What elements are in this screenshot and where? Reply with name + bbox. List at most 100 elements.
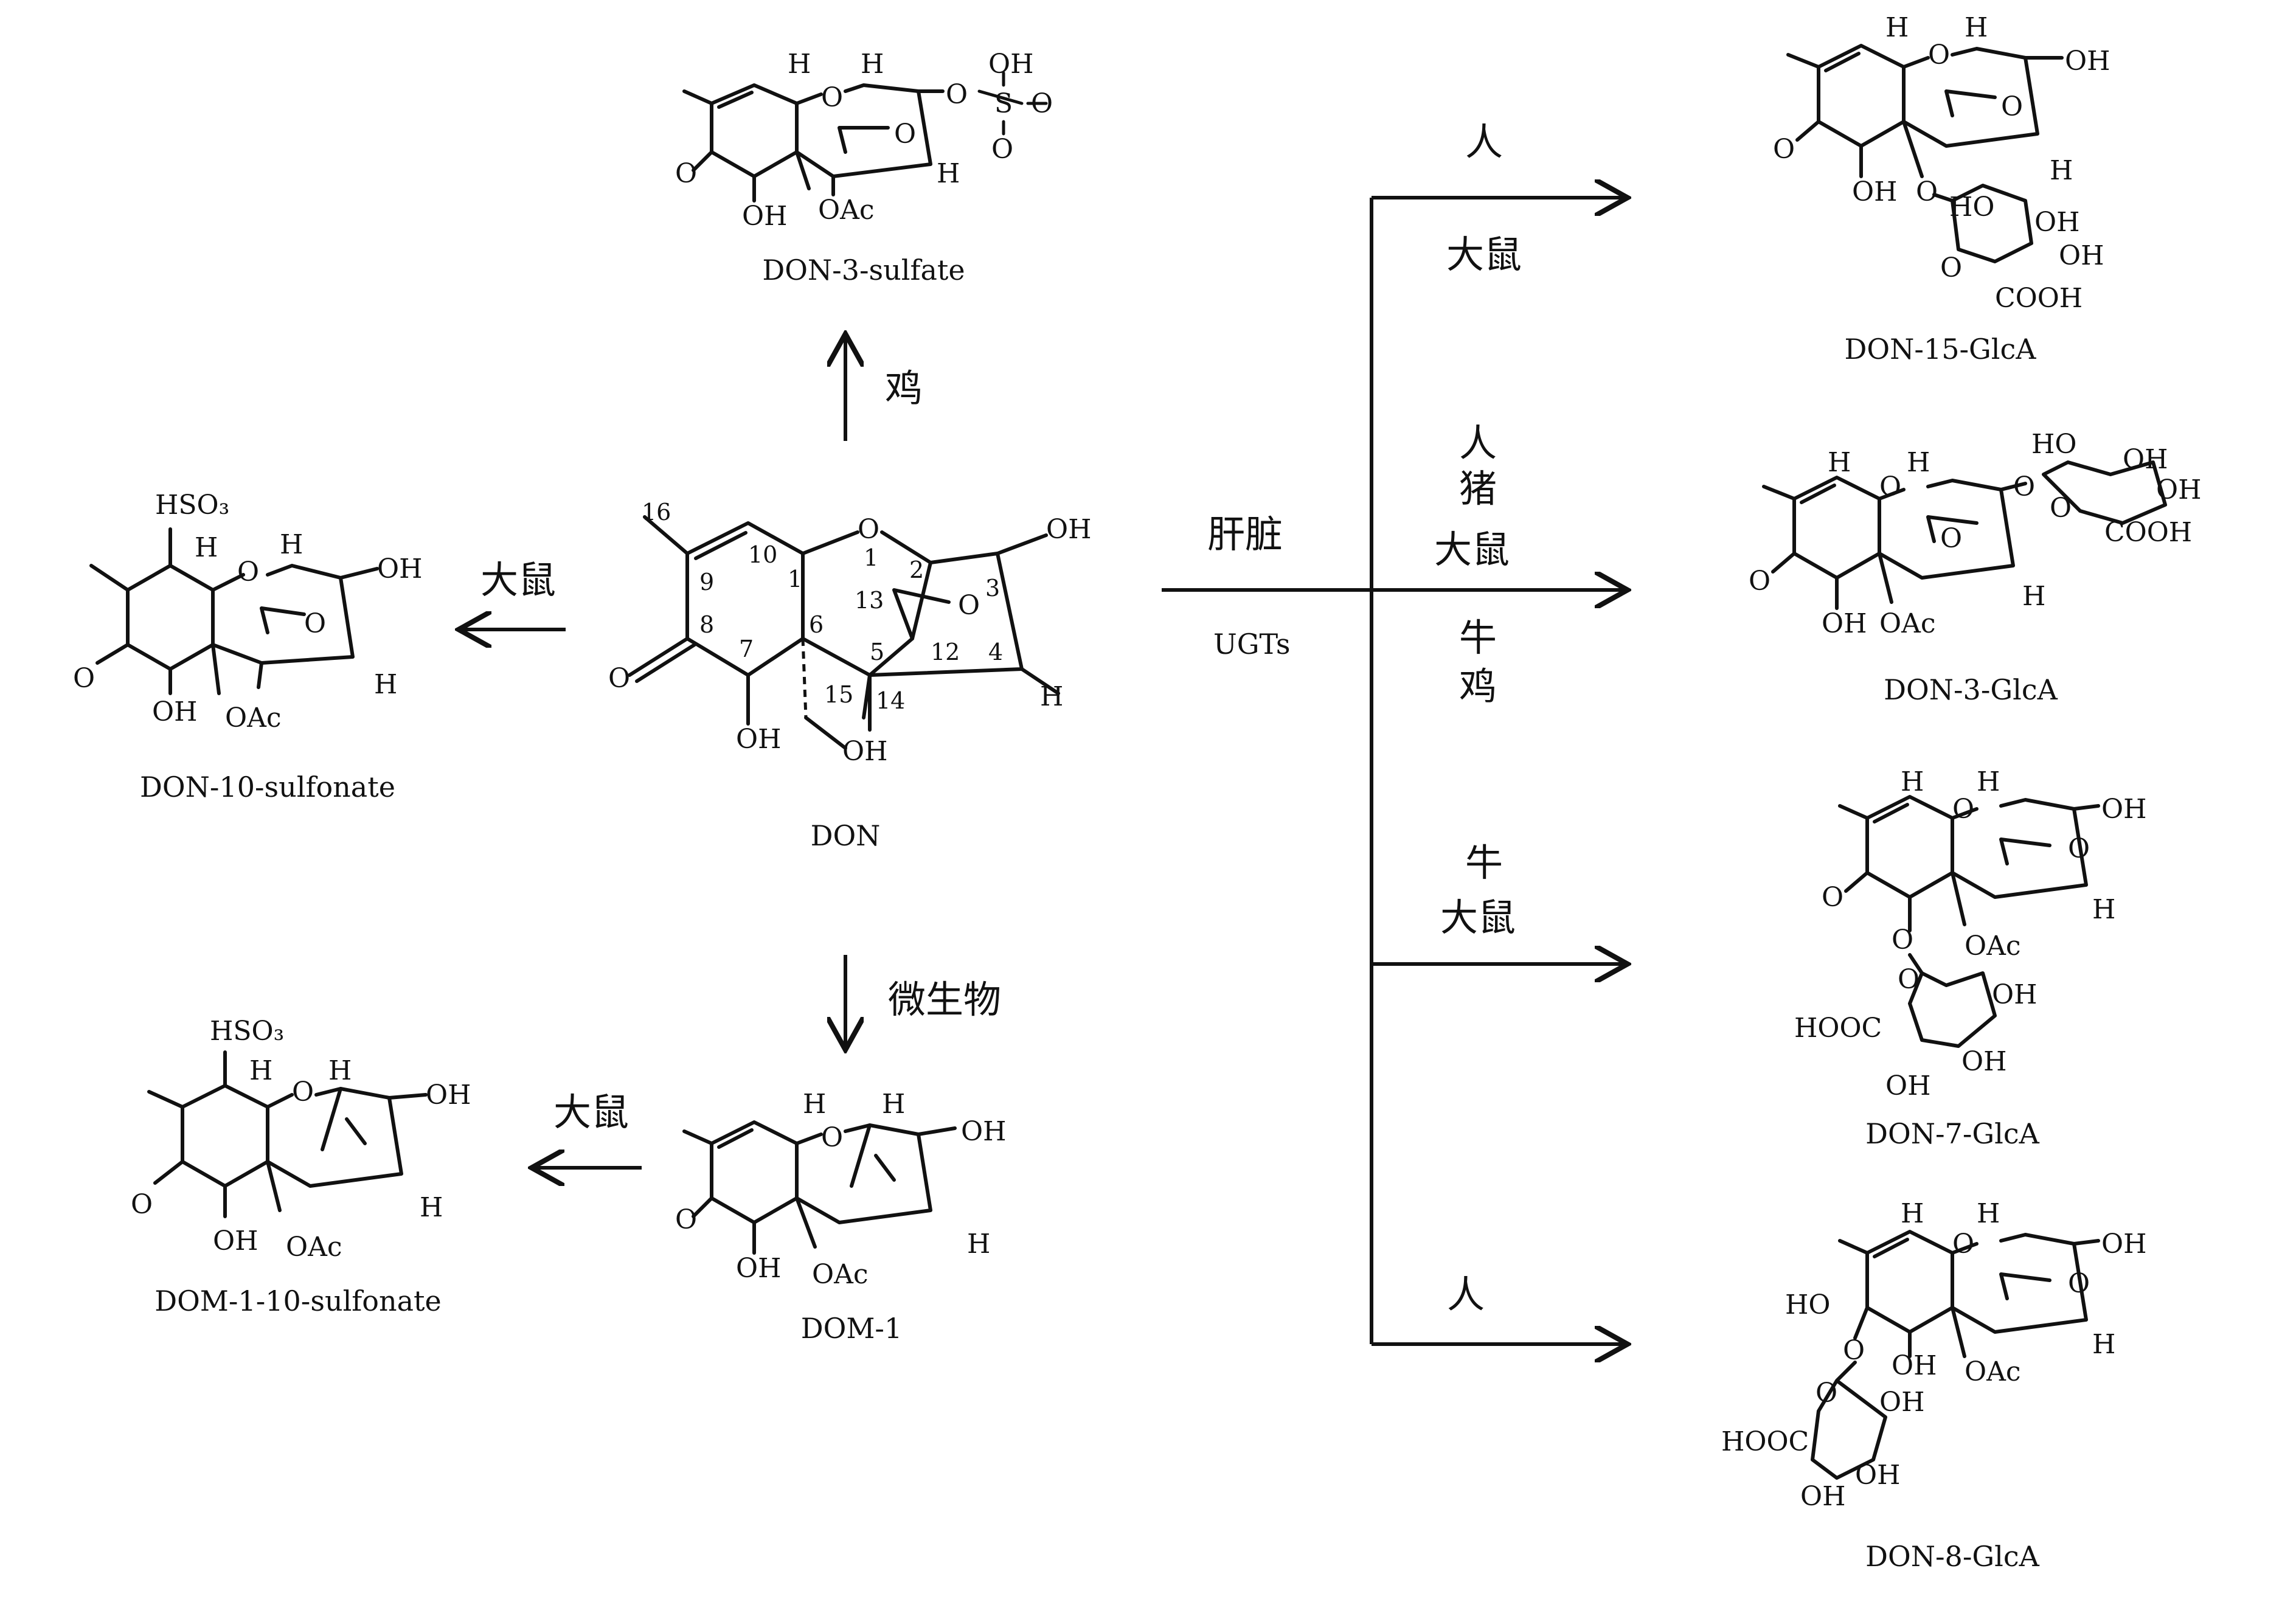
atom: O [304, 608, 326, 639]
atom-o1: O [858, 514, 879, 545]
atom: H [280, 529, 303, 560]
atom: OH [988, 49, 1033, 80]
don-3-glca-structure: H H O O O HO OH OH O COOH O H OH OAc [1749, 429, 2201, 639]
atom: OAc [1965, 931, 2021, 962]
num-14: 14 [876, 687, 905, 714]
num-16: 16 [642, 499, 671, 525]
label-don-3-sulfate: DON-3-sulfate [762, 254, 965, 286]
species-b1-0: 人 [1465, 120, 1503, 164]
atom: O [1952, 794, 1974, 825]
atom-s: S [994, 88, 1013, 119]
atom: H [420, 1192, 443, 1223]
atom: H [2022, 581, 2045, 612]
atom: OH [2034, 207, 2079, 238]
label-microbes: 微生物 [888, 977, 1001, 1022]
atom: OH [213, 1226, 258, 1257]
don-15-glca-structure: H H O O OH O H OH O HO OH OH O COOH [1773, 12, 2110, 314]
atom: HO [1949, 192, 1994, 223]
num-8: 8 [699, 611, 714, 638]
num-6: 6 [809, 611, 824, 638]
atom: O [1898, 964, 1920, 995]
label-dom-1: DOM-1 [801, 1312, 903, 1345]
atom: H [1977, 766, 2000, 797]
num-15: 15 [824, 681, 853, 708]
atom: O [2050, 493, 2072, 524]
atom: HOOC [1721, 1426, 1809, 1457]
atom-hso3: HSO₃ [155, 490, 229, 521]
atom: COOH [1995, 283, 2083, 314]
atom: H [1907, 447, 1930, 478]
atom: H [249, 1055, 272, 1086]
don-7-glca-structure: H H O O OH O H O OAc O OH HOOC OH OH [1794, 766, 2146, 1101]
atom: O [2013, 471, 2035, 502]
label-don-10-sulfonate: DON-10-sulfonate [140, 771, 395, 803]
atom: O [821, 82, 843, 113]
atom: HOOC [1794, 1013, 1882, 1044]
atom: H [882, 1089, 905, 1120]
atom: OH [736, 1253, 781, 1284]
atom: OAc [225, 702, 282, 733]
atom: OH [426, 1080, 471, 1111]
atom: OH [2101, 1229, 2146, 1260]
atom: H [1885, 12, 1909, 43]
num-12: 12 [931, 639, 960, 665]
atom: H [788, 49, 811, 80]
atom: O [821, 1122, 843, 1153]
atom: O [946, 79, 968, 110]
atom: O [1031, 88, 1053, 119]
atom: OAc [1879, 608, 1936, 639]
atom: O [1843, 1335, 1865, 1366]
atom-hso3: HSO₃ [210, 1016, 284, 1047]
atom: OH [152, 696, 197, 727]
atom: OH [1822, 608, 1867, 639]
atom: OH [2059, 240, 2104, 271]
num-ring-o1: 1 [864, 544, 878, 571]
don-3-sulfate-structure: H H O O O S OH O O O H OH OAc [675, 49, 1053, 232]
atom: O [1892, 924, 1913, 955]
label-don-8-glca: DON-8-GlcA [1865, 1540, 2039, 1573]
don-8-glca-structure: H H O O OH HO H O OH OAc O OH HOOC OH OH [1721, 1198, 2146, 1512]
label-dom-1-10-sulfonate: DOM-1-10-sulfonate [154, 1285, 442, 1317]
atom: OAc [286, 1232, 342, 1263]
atom: H [803, 1089, 826, 1120]
atom: OAc [1965, 1356, 2021, 1387]
num-13: 13 [855, 587, 884, 614]
atom: H [967, 1229, 990, 1260]
atom: OH [1885, 1070, 1930, 1101]
atom: H [1828, 447, 1851, 478]
atom: H [2092, 1329, 2115, 1360]
atom: O [292, 1077, 314, 1108]
atom: O [73, 663, 95, 694]
atom-oh15: OH [842, 736, 887, 767]
label-ugts: UGTs [1213, 628, 1290, 661]
ugt-branching-arrows [1162, 198, 1624, 1344]
dom-1-structure: H H O OH O H OH OAc [675, 1089, 1006, 1290]
atom: O [1940, 252, 1962, 283]
atom: O [1952, 1229, 1974, 1260]
species-b2-3: 牛 [1459, 616, 1497, 660]
atom: O [1879, 471, 1901, 502]
atom: O [131, 1189, 153, 1220]
atom: OH [1879, 1387, 1924, 1418]
atom-o-epoxide: O [958, 590, 980, 621]
atom: O [1916, 176, 1938, 207]
label-chicken: 鸡 [885, 366, 923, 411]
atom: OH [742, 201, 787, 232]
atom-h4: H [1040, 681, 1063, 712]
atom: COOH [2104, 517, 2192, 548]
atom: OH [2123, 444, 2168, 475]
atom: OAc [812, 1259, 869, 1290]
atom: OH [1852, 176, 1897, 207]
atom: O [1928, 40, 1950, 71]
label-don-15-glca: DON-15-GlcA [1845, 333, 2037, 366]
num-5: 5 [870, 639, 884, 665]
label-rat-dom: 大鼠 [553, 1090, 629, 1134]
atom: H [1901, 766, 1924, 797]
species-b3-1: 大鼠 [1440, 895, 1516, 940]
atom: OH [961, 1116, 1006, 1147]
atom: H [374, 669, 397, 700]
atom: O [1773, 134, 1795, 165]
atom-oh3: OH [1046, 514, 1091, 545]
